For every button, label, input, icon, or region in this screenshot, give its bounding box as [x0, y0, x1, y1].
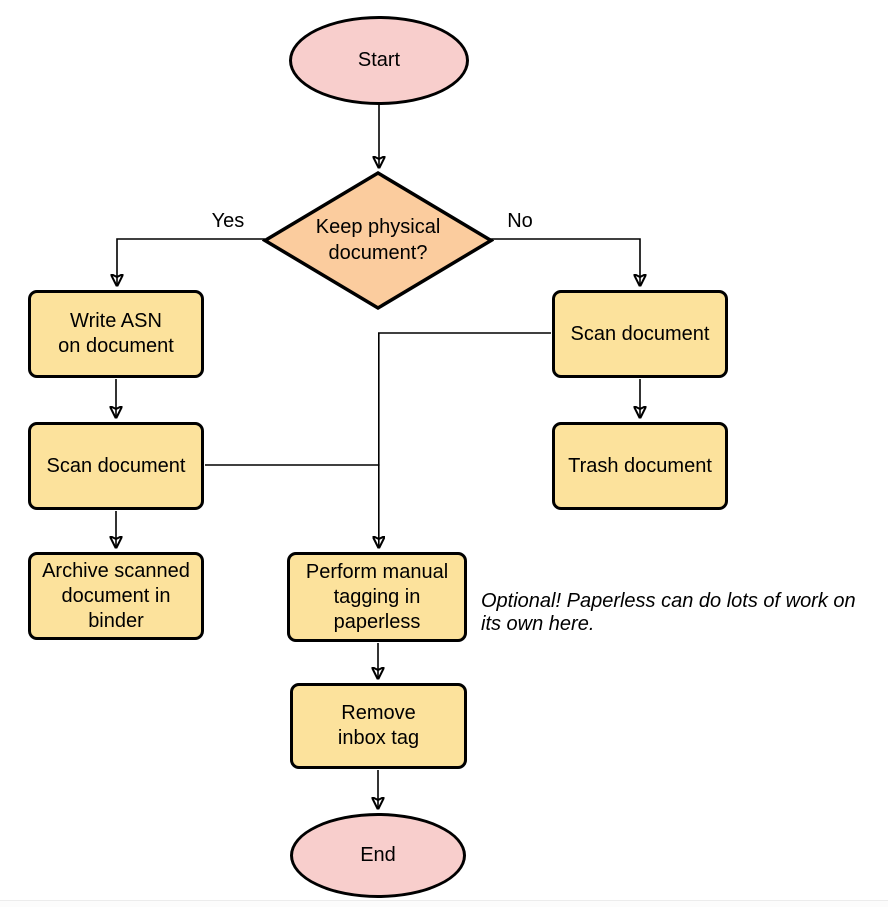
- node-write-asn-on-document: Write ASN on document: [28, 290, 204, 378]
- edge-decision-no: [490, 238, 640, 286]
- decision-diamond-shape: [262, 170, 494, 311]
- node-perform-manual-tagging: Perform manual tagging in paperless: [287, 552, 467, 642]
- node-archive-scanned-document: Archive scanned document in binder: [28, 552, 204, 640]
- node-scan-document-right: Scan document: [552, 290, 728, 378]
- annotation-optional-note: Optional! Paperless can do lots of work …: [481, 590, 856, 635]
- edge-label-no: No: [507, 210, 533, 232]
- edge-decision-yes: [117, 238, 265, 286]
- edge-label-yes: Yes: [211, 210, 245, 232]
- node-end: End: [290, 813, 466, 898]
- node-trash-document: Trash document: [552, 422, 728, 510]
- node-remove-inbox-tag: Remove inbox tag: [290, 683, 467, 769]
- node-start: Start: [289, 16, 469, 105]
- node-scan-document-left: Scan document: [28, 422, 204, 510]
- page-bottom-edge: [0, 900, 888, 907]
- node-decision-keep-physical: Keep physical document?: [315, 216, 441, 264]
- edge-scanright-to-perform: [379, 332, 551, 548]
